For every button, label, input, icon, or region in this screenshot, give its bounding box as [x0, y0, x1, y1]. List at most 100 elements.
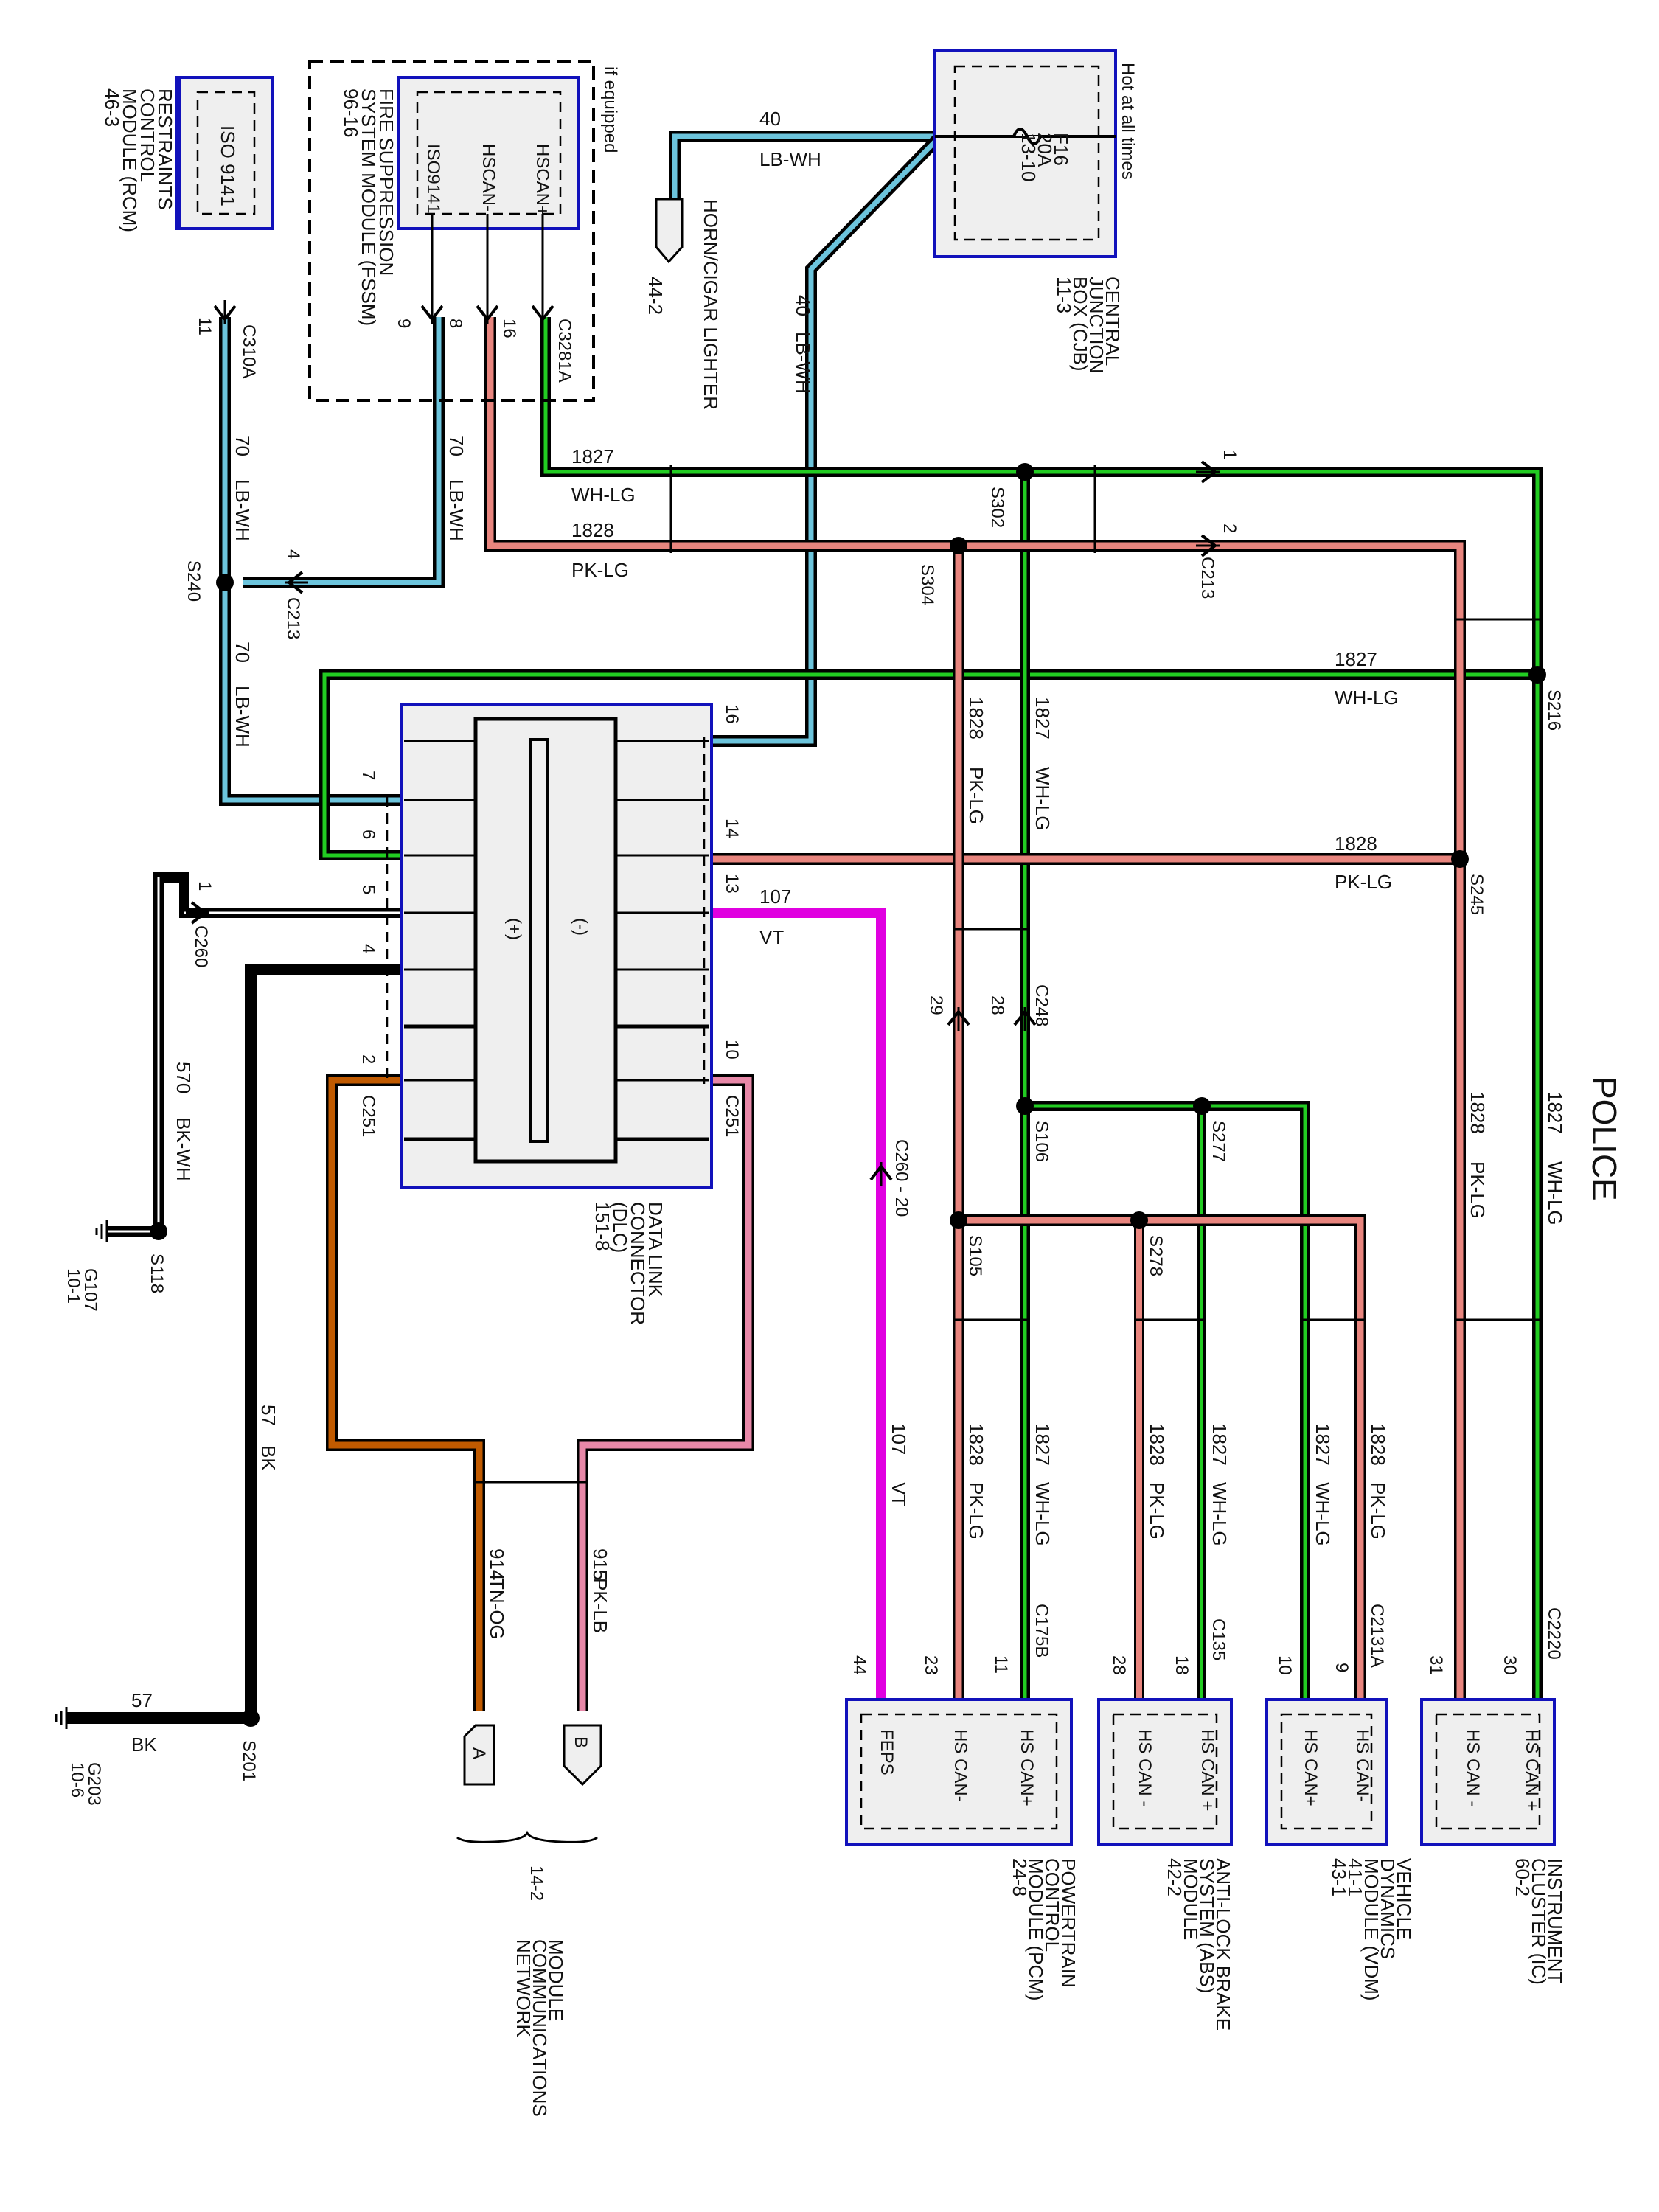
fssm-pin-hscan-plus: HSCAN+ [532, 144, 552, 216]
mcn-tag-a[interactable] [463, 1724, 495, 1786]
ground-g107-id: G107 [80, 1268, 100, 1312]
cjb-fuse-ref: 13-10 [1018, 133, 1040, 182]
wire-70-circuit-lower: 70 [232, 641, 254, 663]
wire-57-circuit-h: 57 [131, 1689, 153, 1711]
wire-1827-circuit-right: 1827 [1544, 1091, 1566, 1134]
vdm-pin-hscan-plus: HS CAN+ [1301, 1729, 1321, 1806]
mcn-tag-b[interactable] [563, 1724, 602, 1787]
abs-pin-18: 18 [1172, 1655, 1192, 1675]
splice-s118 [150, 1222, 167, 1240]
fssm-pin-16: 16 [499, 319, 519, 338]
wire-1827-color-vdm: WH-LG [1312, 1482, 1334, 1546]
wire-70-color-fssm: LB-WH [445, 479, 467, 541]
wire-40-circuit-v: 40 [792, 295, 814, 316]
wire-107 [712, 908, 886, 1711]
pcm-name-1: POWERTRAIN [1057, 1858, 1079, 1988]
dlc-ref: 151-8 [591, 1202, 613, 1251]
vdm-name-3: MODULE (VDM) [1360, 1858, 1382, 2001]
fssm-pin-iso9141: ISO9141 [423, 144, 443, 214]
cjb-fuse-rating: 20A [1034, 133, 1056, 167]
cjb-ref: 11-3 [1053, 276, 1075, 313]
fssm-module[interactable] [308, 60, 595, 402]
pcm-name-2: CONTROL [1041, 1858, 1063, 1952]
c213-pin-4: 4 [283, 549, 303, 559]
c213-pin-1: 1 [1220, 450, 1239, 459]
horn-cigar-lighter-connector[interactable] [655, 198, 684, 264]
wire-1828-color-s304: PK-LG [965, 767, 987, 824]
splice-label-s240: S240 [184, 560, 204, 602]
wire-40-circuit: 40 [759, 108, 781, 130]
ground-g203-ref: 10-6 [67, 1762, 87, 1798]
ic-pin-hscan-plus: HS CAN + [1522, 1729, 1542, 1811]
pcm-module[interactable] [845, 1698, 1073, 1846]
vdm-pin-hscan-minus: HS CAN- [1352, 1729, 1372, 1802]
wire-107-circuit-h: 107 [759, 886, 791, 908]
page-title: POLICE [1585, 1077, 1624, 1201]
fssm-pin-hscan-minus: HSCAN- [479, 144, 498, 212]
dlc-connector-left: C251 [358, 1095, 378, 1137]
dlc-pin-5: 5 [358, 885, 378, 894]
dlc-name-1: DATA LINK [644, 1202, 667, 1298]
abs-ref: 42-2 [1164, 1858, 1186, 1896]
dlc-plus-label: (+) [504, 918, 524, 940]
horn-ref: 44-2 [644, 276, 667, 315]
ic-pin-hscan-minus: HS CAN - [1463, 1729, 1483, 1806]
abs-pin-hscan-minus: HS CAN - [1135, 1729, 1155, 1806]
c248-label: C248 [1032, 984, 1051, 1026]
vdm-module[interactable] [1265, 1698, 1388, 1846]
dlc-pin-10: 10 [722, 1040, 742, 1060]
wire-1828-circuit-right: 1828 [1467, 1091, 1489, 1134]
splice-s277 [1193, 1097, 1211, 1115]
pcm-pin-23: 23 [921, 1655, 941, 1675]
cjb-module[interactable] [933, 49, 1117, 258]
splice-s304 [950, 537, 967, 554]
pcm-pin-hscan-plus: HS CAN+ [1017, 1729, 1037, 1806]
abs-module[interactable] [1097, 1698, 1233, 1846]
ic-connector: C2220 [1544, 1607, 1564, 1660]
c260-label: C260 [191, 925, 211, 967]
c213-pin-2: 2 [1220, 524, 1239, 533]
ic-module[interactable] [1420, 1698, 1556, 1846]
twisted-pair-markers [476, 465, 1541, 1484]
fssm-name-1: FIRE SUPPRESSION [375, 88, 397, 276]
wire-70-fssm [243, 317, 445, 588]
wire-1827-circuit-s302: 1827 [1032, 697, 1054, 740]
wire-1827-circuit-pcm: 1827 [1032, 1423, 1054, 1466]
ic-name-2: CLUSTER (IC) [1528, 1858, 1550, 1985]
ic-pin-30: 30 [1500, 1655, 1520, 1675]
rcm-pin-label: ISO 9141 [217, 125, 239, 206]
wire-914-color: TN-OG [486, 1578, 508, 1640]
wire-1827-main [540, 317, 1543, 1718]
dlc-pin-4: 4 [358, 944, 378, 953]
c248-pin-28: 28 [987, 995, 1007, 1015]
abs-name-2: SYSTEM (ABS) [1196, 1858, 1218, 1993]
splice-s245 [1451, 850, 1469, 868]
wire-1828-color-top: PK-LG [571, 559, 629, 581]
dlc-connector-right: C251 [722, 1095, 742, 1137]
splice-label-s105: S105 [965, 1235, 985, 1276]
dlc-pin-13: 13 [722, 874, 742, 894]
wires [66, 131, 1543, 1724]
wire-1827-circuit-mid: 1827 [1335, 648, 1377, 670]
wire-1828-circuit-pcm: 1828 [965, 1423, 987, 1466]
pcm-connector: C175B [1032, 1604, 1051, 1658]
wire-1828-circuit-abs: 1828 [1146, 1423, 1168, 1466]
ic-pin-31: 31 [1426, 1655, 1446, 1675]
wire-107-color-v: VT [888, 1482, 910, 1506]
wire-1828-circuit-s304: 1828 [965, 697, 987, 740]
abs-name-3: MODULE [1180, 1858, 1202, 1940]
mcn-name-1: MODULE [545, 1939, 567, 2021]
splice-s302 [1016, 463, 1034, 481]
rcm-module[interactable] [175, 76, 274, 230]
wire-1827-circuit-vdm: 1827 [1312, 1423, 1334, 1466]
dlc-connector[interactable] [386, 703, 713, 1189]
wire-914 [326, 1074, 485, 1711]
wire-1828-color-pcm: PK-LG [965, 1482, 987, 1540]
splice-s216 [1528, 666, 1546, 684]
splice-label-s106: S106 [1032, 1121, 1051, 1162]
abs-pin-hscan-plus: HS CAN + [1197, 1729, 1217, 1811]
dlc-pin-6: 6 [358, 830, 378, 839]
rcm-ref: 46-3 [101, 88, 123, 127]
wire-1828-circuit-vdm: 1828 [1367, 1423, 1389, 1466]
wire-1827-circuit-abs: 1827 [1208, 1423, 1231, 1466]
